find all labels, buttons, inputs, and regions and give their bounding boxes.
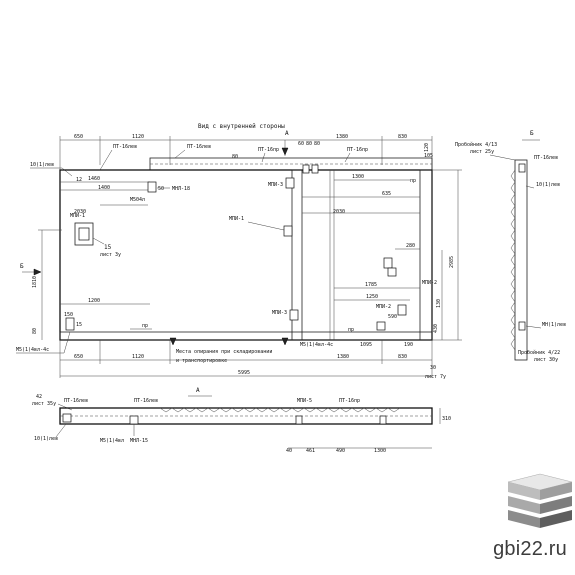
- mpi1-left: МПИ-1: [70, 213, 85, 219]
- plan-dim-1300: 1300: [374, 448, 386, 454]
- dim-1810: 1810: [32, 276, 38, 288]
- pr-label-2: пр: [348, 327, 354, 333]
- dim-bot-1120: 1120: [132, 354, 144, 360]
- plan-m5: М5(1)4вл: [100, 438, 124, 444]
- view-title: Вид с внутренней стороны: [198, 123, 285, 130]
- pt16-pr-b: ПТ-16пр: [347, 147, 368, 153]
- dim-105: 105: [424, 153, 433, 159]
- sheet-ref-30: 30: [430, 365, 436, 371]
- mpi2-right: МПИ-2: [422, 280, 437, 286]
- dim-1785: 1785: [365, 282, 377, 288]
- plan-mn15: МНЛ-15: [130, 438, 148, 444]
- dim-50: 50: [158, 186, 164, 192]
- plan-mpi5: МПИ-5: [297, 398, 312, 404]
- side-title-b: Б: [530, 130, 534, 137]
- left-top-tag: 10(1)лев: [30, 162, 54, 168]
- watermark-text: gbi22.ru: [493, 538, 567, 560]
- pt16-lev-top: ПТ-16лев: [113, 144, 137, 150]
- gbi22-logo-icon: [507, 473, 573, 528]
- section-b-left: Б: [20, 263, 24, 270]
- plan-top-label: 42: [36, 394, 42, 400]
- dim-top-650: 650: [74, 134, 83, 140]
- mpi1-mid: МПИ-1: [229, 216, 244, 222]
- dim-565: 2030: [74, 209, 86, 215]
- dim-120: 120: [424, 143, 430, 152]
- side-tag-10-1: 10(1)лев: [536, 182, 560, 188]
- dim-top-830: 830: [398, 134, 407, 140]
- mnl-18-label: МНЛ-18: [172, 186, 190, 192]
- dim-bot-1380: 1380: [337, 354, 349, 360]
- dim-80a: 80: [306, 141, 312, 147]
- dim-1250: 1250: [366, 294, 378, 300]
- pr-label-1: пр: [142, 323, 148, 329]
- dim-2030: 2030: [333, 209, 345, 215]
- dim-15: 15: [76, 322, 82, 328]
- m5-bottom-left: М5(1)4вл-4с: [16, 347, 49, 353]
- side-label-sheet-bot: лист 30у: [534, 357, 558, 363]
- dim-1095: 1095: [360, 342, 372, 348]
- transport-note-line2: и транспортировке: [176, 358, 227, 364]
- plan-title-a: А: [196, 387, 200, 394]
- mpi2-lower: МПИ-2: [376, 304, 391, 310]
- transport-note-line1: Места опирания при складировании: [176, 349, 272, 355]
- dim-bot-830: 830: [398, 354, 407, 360]
- side-mn: МН(1)лев: [542, 322, 566, 328]
- dim-130: 130: [436, 299, 442, 308]
- dim-1200: 1200: [88, 298, 100, 304]
- plan-sheet: лист 35у: [32, 401, 56, 407]
- dim-1400: 1400: [98, 185, 110, 191]
- side-label-sheet-top: лист 25у: [470, 149, 494, 155]
- plan-dim-40: 40: [286, 448, 292, 454]
- dim-190: 190: [404, 342, 413, 348]
- dim-635: 635: [382, 191, 391, 197]
- pt16-lev-mid: ПТ-16лев: [187, 144, 211, 150]
- plan-pt16-lev-1: ПТ-16лев: [64, 398, 88, 404]
- plan-tag-10: 10(1)лев: [34, 436, 58, 442]
- dim-80c: 80: [232, 154, 238, 160]
- dim-150: 150: [64, 312, 73, 318]
- dim-80-left: 80: [32, 328, 38, 334]
- dim-12: 12: [76, 177, 82, 183]
- dim-80b: 80: [314, 141, 320, 147]
- side-pt16: ПТ-16лев: [534, 155, 558, 161]
- side-label-top: Пробойник 4/13: [455, 141, 497, 148]
- sheet-ref-7u: лист 7у: [425, 374, 446, 380]
- dim-1460: 1460: [88, 176, 100, 182]
- dim-430: 430: [433, 324, 439, 333]
- pt16-pr-a: ПТ-16пр: [258, 147, 279, 153]
- side-label-bot: Пробойник 4/22: [518, 349, 560, 356]
- dim-top-1380: 1380: [336, 134, 348, 140]
- plan-pt16-pr: ПТ-16пр: [339, 398, 360, 404]
- dim-top-1120: 1120: [132, 134, 144, 140]
- dim-177: пр: [410, 178, 416, 184]
- mpi3-top: МПИ-3: [268, 182, 283, 188]
- dim-bot-650: 650: [74, 354, 83, 360]
- mpi3-bottom: МПИ-3: [272, 310, 287, 316]
- dim-280: 280: [406, 243, 415, 249]
- m5-mid: М5(1)4вл-4с: [300, 342, 333, 348]
- plan-pt16-lev-2: ПТ-16лев: [134, 398, 158, 404]
- sheet-3u: лист 3у: [100, 252, 121, 258]
- plan-dim-310: 310: [442, 416, 451, 422]
- dim-1300: 1300: [352, 174, 364, 180]
- section-a-mark: А: [285, 130, 289, 137]
- plan-dim-461: 461: [306, 448, 315, 454]
- dim-2985: 2985: [449, 256, 455, 268]
- dim-60: 60: [298, 141, 304, 147]
- plan-dim-490: 490: [336, 448, 345, 454]
- dim-overall: 5995: [238, 370, 250, 376]
- mark-15: 15: [104, 244, 112, 251]
- dim-590: 590: [388, 314, 397, 320]
- m504-top: М504л: [130, 197, 145, 203]
